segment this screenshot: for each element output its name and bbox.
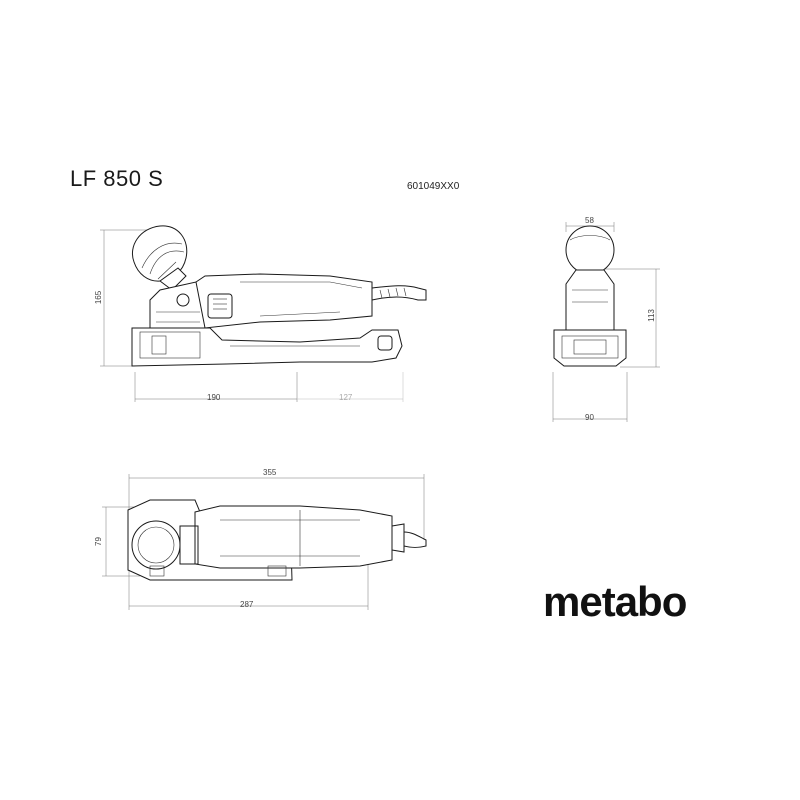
switch (207, 293, 233, 319)
front-gear-housing (565, 269, 615, 331)
base-carriage (131, 327, 403, 367)
top-base-length-dim-label: 287 (240, 600, 254, 609)
brush-head (132, 225, 188, 282)
top-view-tool (102, 474, 427, 610)
top-brush-head (131, 520, 181, 570)
power-cable (371, 285, 427, 301)
side-length-dim-a-label: 190 (207, 393, 221, 402)
front-width-top-dim-label: 58 (585, 216, 594, 225)
brand-logo: metabo (543, 578, 687, 625)
front-base (553, 329, 627, 367)
top-width-dim-label: 79 (93, 537, 103, 546)
side-length-dim-b-label: 127 (339, 393, 353, 402)
top-motor-body (194, 505, 393, 569)
front-height-dim-label: 113 (646, 309, 656, 322)
front-width-bottom-dim-label: 90 (585, 413, 594, 422)
motor-housing (195, 273, 373, 329)
front-view-tool (552, 222, 660, 422)
side-view-tool (100, 225, 427, 402)
brush-neck (159, 267, 187, 291)
front-brush-head (565, 225, 615, 275)
side-height-dim-label: 165 (94, 290, 104, 305)
top-cable (403, 531, 427, 548)
drawing-title: LF 850 S (70, 166, 164, 191)
article-number: 601049XX0 (407, 181, 460, 192)
top-overall-length-dim-label: 355 (263, 468, 277, 477)
